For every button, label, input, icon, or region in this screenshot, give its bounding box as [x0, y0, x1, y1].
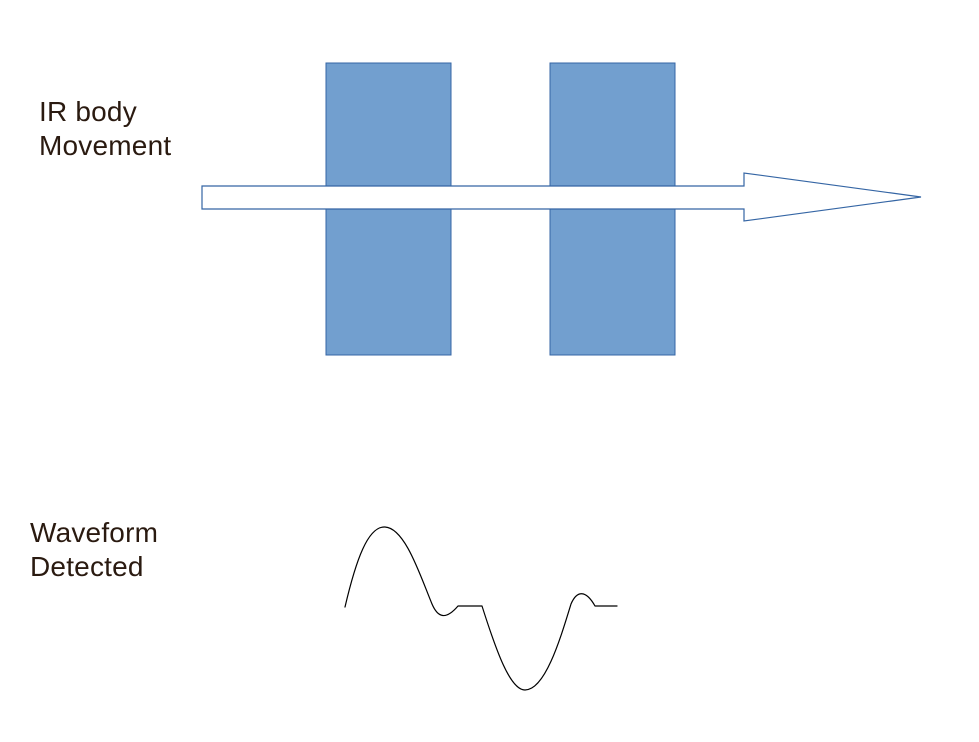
waveform-label-line-1: Waveform — [30, 517, 159, 548]
waveform-detected-label: Waveform Detected — [30, 516, 158, 584]
movement-arrow — [201, 172, 922, 222]
waveform-signal — [344, 526, 618, 691]
ir-body-label-line-2: Movement — [39, 130, 172, 161]
ir-body-label-line-1: IR body — [39, 96, 137, 127]
waveform-label-line-2: Detected — [30, 551, 144, 582]
ir-body-movement-label: IR body Movement — [39, 95, 171, 163]
